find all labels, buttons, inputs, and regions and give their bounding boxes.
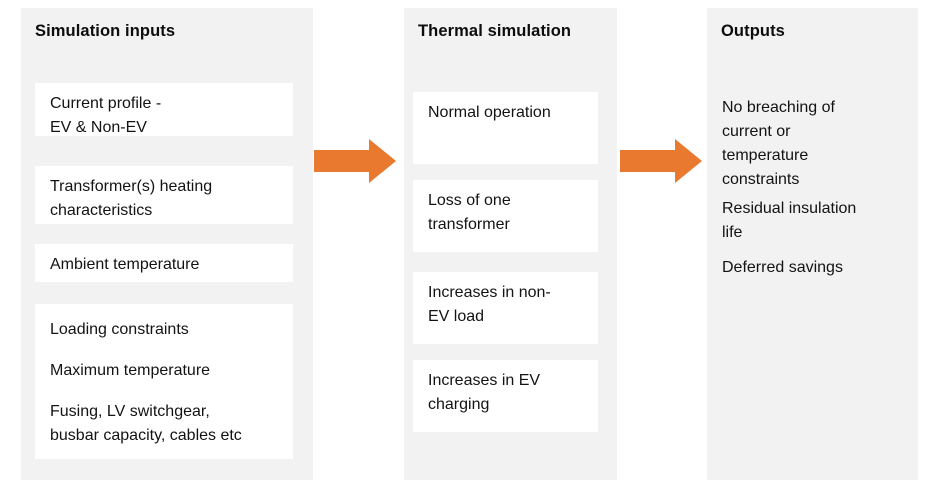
panel-title-simulation-inputs: Simulation inputs xyxy=(35,22,176,40)
card-current-profile: Current profile - EV & Non-EV xyxy=(35,83,293,136)
card-loss-of-one-transformer: Loss of one transformer xyxy=(413,180,598,252)
output-residual-insulation-life: Residual insulation life xyxy=(722,200,857,241)
card-current-profile-text: Current profile - EV & Non-EV xyxy=(50,95,162,136)
panel-outputs: Outputs No breaching of current or tempe… xyxy=(707,8,918,480)
right-arrow-icon xyxy=(620,139,702,183)
card-increases-in-ev-charging: Increases in EV charging xyxy=(413,360,598,432)
panel-title-outputs: Outputs xyxy=(721,22,785,40)
output-deferred-savings: Deferred savings xyxy=(722,259,843,276)
card-increases-in-ev-charging-text: Increases in EV charging xyxy=(428,372,541,413)
card-constraints: Loading constraints Maximum temperature … xyxy=(35,304,293,459)
card-normal-operation-text: Normal operation xyxy=(428,104,551,121)
card-normal-operation: Normal operation xyxy=(413,92,598,164)
constraint-fusing-switchgear: Fusing, LV switchgear, busbar capacity, … xyxy=(50,403,242,444)
card-transformer-heating: Transformer(s) heating characteristics xyxy=(35,166,293,224)
panel-thermal-simulation: Thermal simulation Normal operation Loss… xyxy=(404,8,617,480)
output-no-breaching: No breaching of current or temperature c… xyxy=(722,99,835,188)
card-transformer-heating-text: Transformer(s) heating characteristics xyxy=(50,178,213,219)
right-arrow-icon xyxy=(314,139,396,183)
panel-title-thermal-simulation: Thermal simulation xyxy=(418,22,572,40)
constraint-maximum-temperature: Maximum temperature xyxy=(50,362,211,379)
card-ambient-temperature: Ambient temperature xyxy=(35,244,293,282)
card-ambient-temperature-text: Ambient temperature xyxy=(50,256,200,273)
panel-simulation-inputs: Simulation inputs Current profile - EV &… xyxy=(21,8,313,480)
card-increases-in-non-ev-load-text: Increases in non- EV load xyxy=(428,284,551,325)
card-increases-in-non-ev-load: Increases in non- EV load xyxy=(413,272,598,344)
constraint-loading: Loading constraints xyxy=(50,321,189,338)
card-loss-of-one-transformer-text: Loss of one transformer xyxy=(428,192,511,233)
